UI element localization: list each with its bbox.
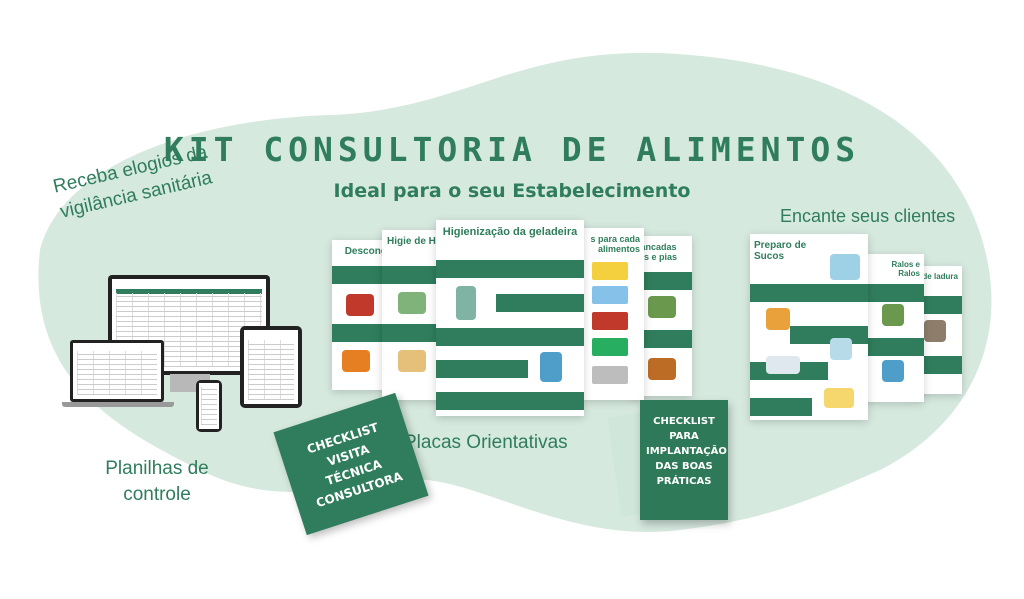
laptop-mockup: [70, 340, 164, 402]
page-subtitle: Ideal para o seu Estabelecimento: [333, 180, 691, 202]
poster-sucos: Preparo de Sucos: [750, 234, 868, 420]
tablet-mockup: [240, 326, 302, 408]
poster-higie: Higie de Ho: [382, 230, 446, 400]
poster-placas-cada: s para cada alimentos: [582, 228, 644, 400]
poster-geladeira: Higienização da geladeira: [436, 220, 584, 416]
callout-planilhas: Planilhas de controle: [105, 458, 209, 505]
poster-ralos: Ralos e Ralos: [864, 254, 924, 402]
callout-encante: Encante seus clientes: [780, 206, 956, 226]
phone-mockup: [196, 380, 222, 432]
laptop-base: [62, 402, 174, 407]
callout-placas: Placas Orientativas: [404, 432, 568, 453]
page-title: KIT CONSULTORIA DE ALIMENTOS: [163, 130, 861, 169]
book-checklist-implantacao: CHECKLIST PARA IMPLANTAÇÃO DAS BOAS PRÁT…: [640, 400, 728, 520]
